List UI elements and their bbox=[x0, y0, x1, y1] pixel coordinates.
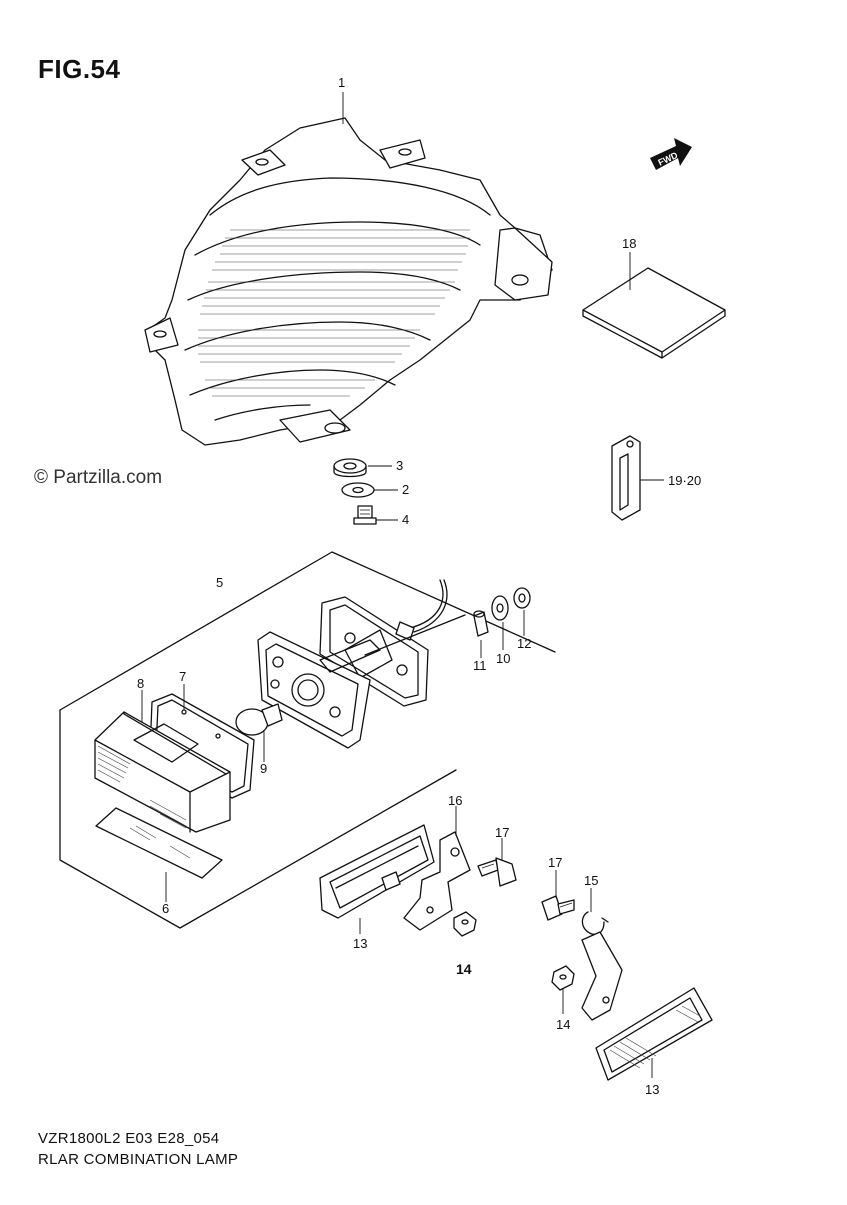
part-18-pad bbox=[582, 267, 726, 359]
callout-7: 7 bbox=[179, 669, 187, 684]
part-8-lens bbox=[94, 711, 231, 833]
fwd-arrow-icon: FWD bbox=[650, 138, 692, 170]
callout-17-right: 17 bbox=[548, 855, 563, 870]
model-code: VZR1800L2 E03 E28_054 bbox=[38, 1130, 220, 1147]
callout-6: 6 bbox=[162, 901, 170, 916]
part-17-bolt-left bbox=[477, 857, 517, 887]
callout-3: 3 bbox=[396, 458, 404, 473]
part-12-nut bbox=[513, 587, 531, 609]
part-2-washer bbox=[341, 482, 375, 498]
part-11-spacer bbox=[473, 610, 489, 637]
part-1-lamp-housing bbox=[144, 117, 553, 446]
part-14-nut-right bbox=[551, 965, 575, 991]
callout-9: 9 bbox=[260, 761, 268, 776]
part-14-nut-left bbox=[453, 911, 477, 937]
part-13-reflector-right bbox=[581, 931, 713, 1081]
part-15-washer bbox=[581, 911, 609, 936]
part-10-washer bbox=[491, 595, 509, 621]
callout-13-right: 13 bbox=[645, 1082, 660, 1097]
callout-8: 8 bbox=[137, 676, 145, 691]
callout-16: 16 bbox=[448, 793, 463, 808]
callout-12: 12 bbox=[517, 636, 532, 651]
callout-14-right: 14 bbox=[556, 1017, 571, 1032]
callout-2: 2 bbox=[402, 482, 410, 497]
lamp-socket-housing bbox=[257, 614, 466, 749]
callout-4: 4 bbox=[402, 512, 410, 527]
watermark-text: © Partzilla.com bbox=[34, 467, 163, 488]
callout-15: 15 bbox=[584, 873, 599, 888]
part-17-bolt-right bbox=[541, 895, 575, 921]
callout-17-left: 17 bbox=[495, 825, 510, 840]
callout-5: 5 bbox=[216, 575, 224, 590]
callout-19-20: 19·20 bbox=[668, 473, 702, 488]
callout-14-left: 14 bbox=[456, 961, 472, 977]
part-19-20-strap bbox=[611, 435, 641, 521]
part-16-bracket bbox=[381, 831, 471, 931]
callout-13-left: 13 bbox=[353, 936, 368, 951]
part-3-grommet bbox=[333, 458, 367, 478]
callout-leader-lines bbox=[141, 92, 664, 1078]
figure-label: FIG.54 bbox=[38, 54, 121, 84]
part-6-plate bbox=[95, 807, 223, 879]
callout-10: 10 bbox=[496, 651, 511, 666]
part-9-bulb bbox=[235, 703, 283, 736]
diagram-caption: RLAR COMBINATION LAMP bbox=[38, 1151, 239, 1168]
part-4-screw bbox=[353, 505, 377, 525]
callout-11: 11 bbox=[473, 658, 487, 673]
callout-18: 18 bbox=[622, 236, 637, 251]
callout-1: 1 bbox=[338, 75, 346, 90]
